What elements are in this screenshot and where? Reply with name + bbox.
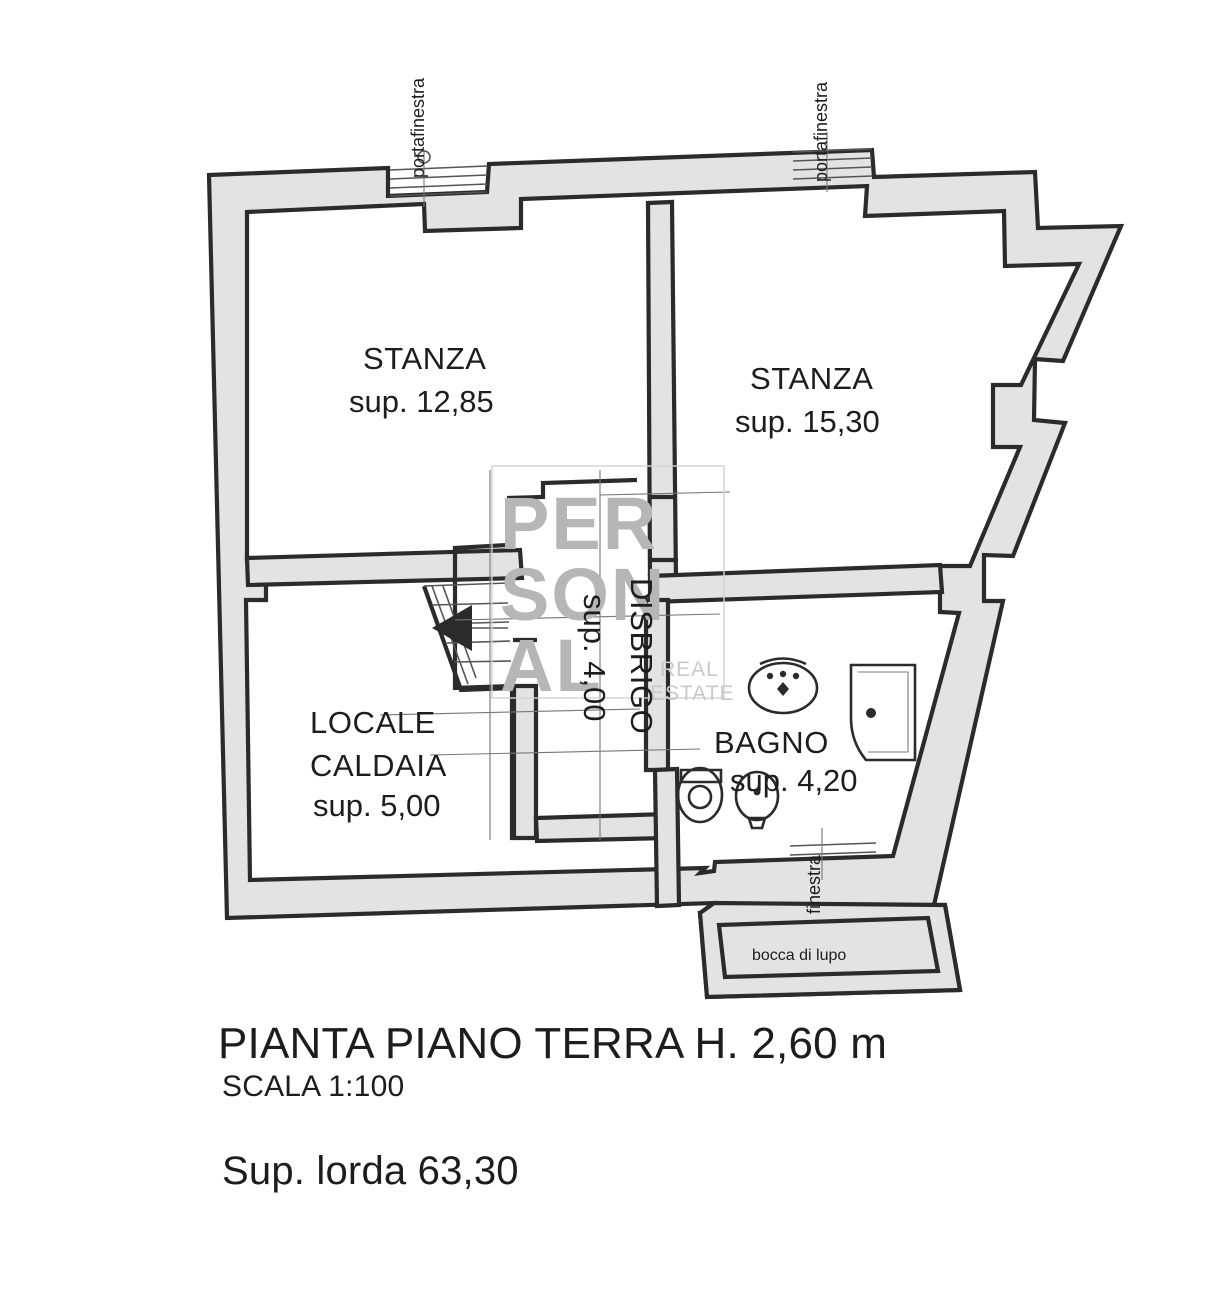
stanza1-area: sup. 12,85	[349, 384, 494, 419]
partition-stanza2-bottom	[647, 562, 945, 605]
bocca-di-lupo-outline	[697, 900, 963, 1000]
opening-finestra-bagno	[789, 828, 877, 880]
disbrigo-area: sup. 4,00	[577, 594, 612, 722]
watermark-sub2: ESTATE	[650, 682, 735, 705]
partition-caldaia-right-wall	[511, 683, 539, 841]
staircase	[422, 582, 513, 693]
label-portafinestra-right: portafinestra	[811, 81, 831, 182]
finestra-bagno-text: finestra	[804, 854, 824, 914]
reference-lines	[379, 470, 731, 840]
caldaia-area: sup. 5,00	[313, 788, 441, 823]
room-label-stanza-2: STANZA sup. 15,30	[735, 361, 880, 439]
opening-portafinestra-right	[792, 132, 873, 192]
watermark-sub1: REAL	[660, 658, 719, 681]
bathroom-fixtures	[676, 657, 917, 830]
stair-direction-arrow	[432, 605, 472, 651]
small-sink-icon	[734, 770, 780, 830]
label-finestra-bagno: finestra	[804, 854, 824, 914]
bagno-area: sup. 4,20	[730, 763, 858, 798]
room-label-disbrigo: DISBRIGO	[624, 578, 659, 734]
portafinestra-left-text: portafinestra	[408, 77, 428, 178]
watermark-line2: SON	[500, 553, 666, 636]
floor-plan-svg: PER SON AL REAL ESTATE STANZA sup. 12,85…	[206, 77, 1125, 1000]
plan-gross-area: Sup. lorda 63,30	[222, 1148, 519, 1193]
sink-icon	[747, 661, 819, 715]
plan-title: PIANTA PIANO TERRA H. 2,60 m	[218, 1019, 888, 1068]
partition-disbrigo-left	[506, 477, 638, 501]
floor-plan-drawing: PER SON AL REAL ESTATE STANZA sup. 12,85…	[206, 77, 1125, 1000]
label-portafinestra-left: portafinestra	[408, 77, 428, 178]
toilet-icon	[676, 766, 724, 824]
room-label-locale-caldaia: LOCALE CALDAIA sup. 5,00	[310, 705, 447, 823]
portafinestra-right-text: portafinestra	[811, 81, 831, 182]
disbrigo-name: DISBRIGO	[624, 578, 659, 734]
shower-icon	[849, 663, 917, 762]
stanza1-name: STANZA	[363, 341, 487, 376]
room-label-bagno: BAGNO sup. 4,20	[714, 725, 858, 798]
bocca-di-lupo-label: bocca di lupo	[752, 947, 846, 964]
watermark: PER SON AL REAL ESTATE	[491, 465, 735, 707]
watermark-line3: AL	[500, 624, 603, 707]
partition-bagno-left-wall	[652, 766, 682, 909]
caption-block: PIANTA PIANO TERRA H. 2,60 m SCALA 1:100…	[0, 1020, 1215, 1193]
opening-portafinestra-left	[389, 150, 488, 207]
stanza2-area: sup. 15,30	[735, 404, 880, 439]
plan-scale: SCALA 1:100	[222, 1069, 405, 1103]
room-label-disbrigo-area: sup. 4,00	[577, 594, 612, 722]
caldaia-name-1: LOCALE	[310, 705, 436, 740]
watermark-line1: PER	[500, 482, 658, 565]
partition-disbrigo-bottom	[533, 811, 672, 844]
stanza2-name: STANZA	[750, 361, 874, 396]
caldaia-name-2: CALDAIA	[310, 748, 447, 783]
bagno-name: BAGNO	[714, 725, 829, 760]
partition-stanza1-bottom	[244, 547, 525, 588]
room-label-stanza-1: STANZA sup. 12,85	[349, 341, 494, 419]
